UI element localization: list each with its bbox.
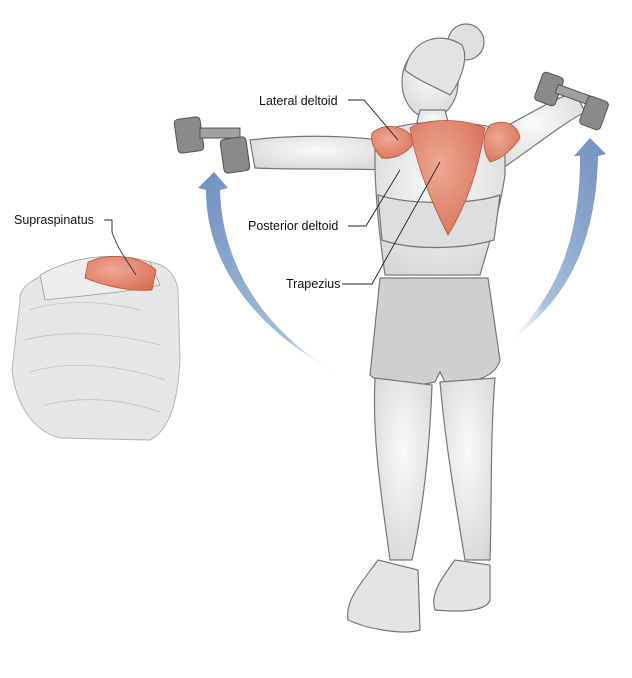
lateral-deltoid-muscle [483, 121, 521, 163]
movement-arrow-icon [505, 138, 606, 345]
dumbbell-icon [173, 116, 251, 174]
movement-arrow-icon [198, 172, 350, 380]
figure [249, 23, 586, 633]
trapezius-label: Trapezius [286, 277, 340, 291]
posterior-deltoid-label: Posterior deltoid [248, 219, 338, 233]
supraspinatus-muscle [84, 256, 157, 291]
trapezius-muscle [409, 120, 486, 236]
supraspinatus-label: Supraspinatus [14, 213, 94, 227]
muscles [371, 120, 521, 236]
lateral-deltoid-label: Lateral deltoid [259, 94, 338, 108]
lateral-deltoid-muscle [371, 126, 416, 159]
dumbbell-icon [534, 71, 609, 131]
leader-lines [104, 99, 441, 285]
shoulder-inset [11, 231, 181, 441]
